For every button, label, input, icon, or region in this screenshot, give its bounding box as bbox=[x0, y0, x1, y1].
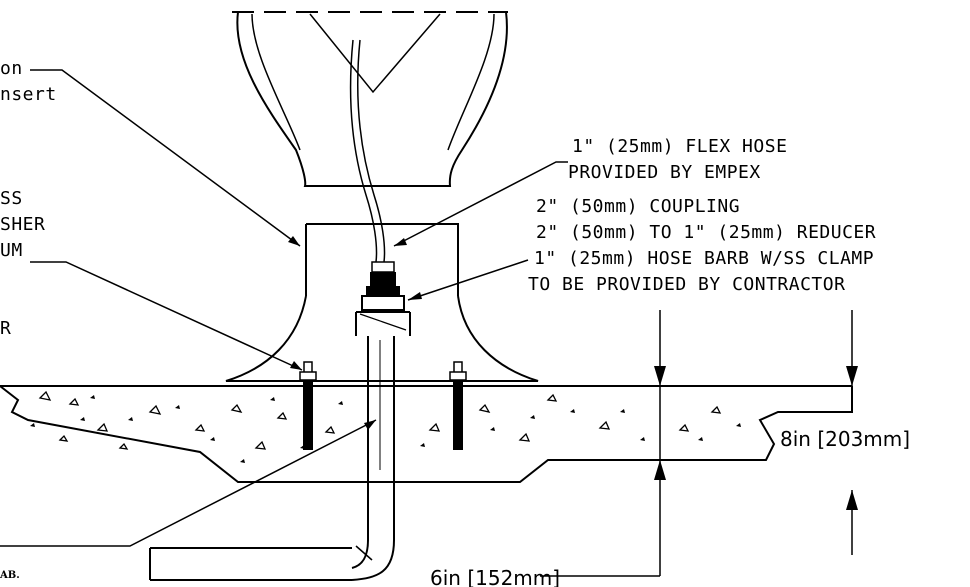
horizontal-pipe bbox=[149, 547, 352, 581]
elbow-mark bbox=[355, 545, 373, 561]
leader-lines bbox=[0, 69, 568, 547]
concrete-dots bbox=[30, 395, 741, 463]
label-left-2: nsert bbox=[0, 84, 57, 105]
coupling-bracket bbox=[355, 311, 411, 336]
leader-arrowheads bbox=[288, 236, 422, 430]
label-left-3: SS bbox=[0, 188, 23, 209]
slab-outline bbox=[0, 385, 853, 483]
reducer bbox=[366, 286, 400, 296]
label-flex-hose-2: PROVIDED BY EMPEX bbox=[568, 162, 761, 183]
hose-barb bbox=[371, 261, 395, 273]
label-left-4: SHER bbox=[0, 214, 45, 235]
vase-inner-left bbox=[251, 13, 301, 151]
vase-body bbox=[236, 11, 508, 187]
pipe-elbow bbox=[351, 539, 395, 581]
label-coupling-3: 1" (25mm) HOSE BARB W/SS CLAMP bbox=[534, 248, 874, 269]
label-left-bottom: AB. bbox=[0, 570, 20, 581]
coupling-hatch bbox=[359, 313, 407, 331]
label-left-5: UM bbox=[0, 240, 23, 261]
ss-clamp bbox=[370, 272, 396, 286]
vase-inner-right bbox=[447, 13, 495, 151]
label-left-1: on bbox=[0, 58, 23, 79]
flex-hose-left bbox=[349, 39, 378, 263]
label-left-6: R bbox=[0, 318, 11, 339]
label-coupling-2: 2" (50mm) TO 1" (25mm) REDUCER bbox=[536, 222, 876, 243]
anchor-bolt-right bbox=[449, 361, 467, 450]
anchor-bolt-left bbox=[299, 361, 317, 450]
vase-inner-v bbox=[309, 13, 441, 94]
label-coupling-1: 2" (50mm) COUPLING bbox=[536, 196, 740, 217]
flex-hose-right bbox=[356, 39, 386, 263]
dim-label-6in: 6in [152mm] bbox=[430, 566, 560, 587]
base-flare bbox=[225, 295, 539, 382]
concrete-aggregate bbox=[38, 390, 722, 450]
insert-collar bbox=[305, 223, 459, 296]
label-flex-hose-1: 1" (25mm) FLEX HOSE bbox=[572, 136, 787, 157]
dim-label-8in: 8in [203mm] bbox=[780, 427, 910, 451]
coupling bbox=[361, 295, 405, 311]
label-coupling-4: TO BE PROVIDED BY CONTRACTOR bbox=[528, 274, 845, 295]
dimension-8in bbox=[538, 310, 858, 555]
